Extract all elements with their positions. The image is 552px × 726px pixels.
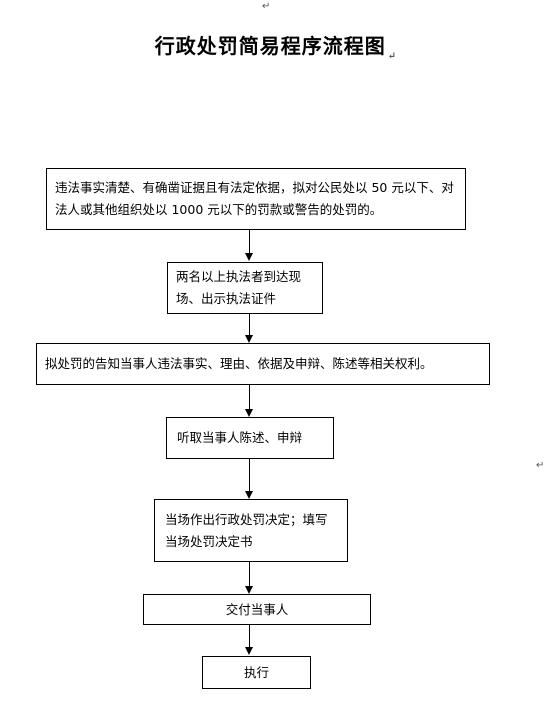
flow-node-5-text: 当场作出行政处罚决定；填写当场处罚决定书 <box>165 511 328 549</box>
flow-node-2: 两名以上执法者到达现场、出示执法证件 <box>167 262 323 314</box>
page-title: 行政处罚简易程序流程图↵ <box>0 30 552 62</box>
flow-node-7-text: 执行 <box>243 664 269 680</box>
flow-node-1: 违法事实清楚、有确凿证据且有法定依据，拟对公民处以 50 元以下、对法人或其他组… <box>46 168 466 230</box>
flow-node-6: 交付当事人 <box>143 594 371 625</box>
flow-node-2-text: 两名以上执法者到达现场、出示执法证件 <box>176 269 302 306</box>
flow-arrowhead-3 <box>245 409 253 417</box>
flow-node-4-text: 听取当事人陈述、申辩 <box>177 430 303 445</box>
paragraph-mark-top: ↵ <box>262 1 271 12</box>
flow-arrowhead-1 <box>245 253 253 261</box>
flow-arrow-line-3 <box>249 385 250 410</box>
flow-node-3-text: 拟处罚的告知当事人违法事实、理由、依据及申辩、陈述等相关权利。 <box>45 356 433 371</box>
flow-arrow-line-2 <box>249 314 250 336</box>
flow-arrowhead-4 <box>245 491 253 499</box>
flow-node-6-text: 交付当事人 <box>225 601 289 617</box>
flow-node-4: 听取当事人陈述、申辩 <box>166 417 334 459</box>
flow-node-3: 拟处罚的告知当事人违法事实、理由、依据及申辩、陈述等相关权利。 <box>36 343 490 385</box>
paragraph-mark: ↵ <box>387 51 398 62</box>
flow-arrow-line-1 <box>249 230 250 254</box>
flow-arrow-line-4 <box>249 459 250 492</box>
flow-node-5: 当场作出行政处罚决定；填写当场处罚决定书 <box>154 499 348 562</box>
flow-arrowhead-6 <box>245 647 253 655</box>
flow-arrowhead-2 <box>245 335 253 343</box>
flow-node-1-text: 违法事实清楚、有确凿证据且有法定依据，拟对公民处以 50 元以下、对法人或其他组… <box>55 180 454 217</box>
flow-arrow-line-5 <box>249 562 250 587</box>
flow-node-7: 执行 <box>202 656 311 689</box>
flow-arrow-line-6 <box>249 625 250 648</box>
paragraph-mark-right: ↵ <box>536 460 545 471</box>
flow-arrowhead-5 <box>245 586 253 594</box>
page-title-text: 行政处罚简易程序流程图 <box>154 34 386 58</box>
